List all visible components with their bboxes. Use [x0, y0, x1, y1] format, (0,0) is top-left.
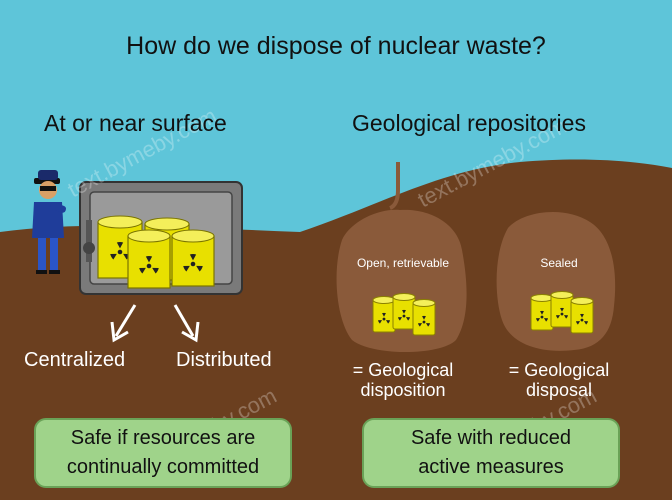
page-title: How do we dispose of nuclear waste?	[126, 32, 546, 60]
sealed-result-line2: disposal	[525, 380, 593, 400]
section-heading-surface: At or near surface	[44, 110, 227, 136]
option-centralized: Centralized	[24, 349, 126, 371]
verdict-geological-line2: active measures	[418, 456, 564, 478]
cave-sealed	[496, 211, 616, 351]
sealed-cave-barrels	[531, 292, 593, 334]
option-distributed: Distributed	[176, 349, 272, 371]
arrow-distributed	[173, 304, 200, 343]
open-result-line1: = Geological	[352, 360, 454, 380]
open-cave-barrels	[373, 294, 435, 336]
cave-sealed-label: Sealed	[540, 256, 578, 270]
repository-shaft	[389, 162, 400, 210]
cave-open	[336, 209, 467, 352]
section-heading-geological: Geological repositories	[352, 110, 586, 136]
radioactive-barrel-icon	[97, 215, 215, 289]
verdict-box-surface: Safe if resources are continually commit…	[34, 418, 292, 488]
cave-open-label: Open, retrievable	[356, 256, 450, 270]
arrow-centralized	[110, 304, 137, 343]
security-guard-icon	[32, 170, 67, 274]
verdict-geological-line1: Safe with reduced	[410, 427, 572, 449]
sealed-result-line1: = Geological	[508, 360, 610, 380]
verdict-box-geological: Safe with reduced active measures	[362, 418, 620, 488]
verdict-surface-line1: Safe if resources are	[70, 427, 256, 449]
verdict-surface-line2: continually committed	[66, 456, 260, 478]
open-result-line2: disposition	[360, 380, 446, 400]
